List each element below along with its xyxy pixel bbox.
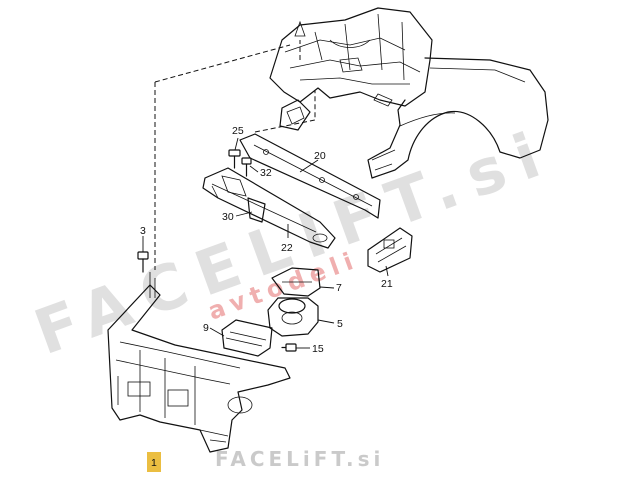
- callout-21: 21: [381, 278, 393, 290]
- callout-15: 15: [312, 343, 324, 355]
- callouts: 25 20 32 30 22 3 21 7 5 9 15: [140, 125, 393, 355]
- callout-22: 22: [281, 242, 293, 254]
- callout-3: 3: [140, 225, 146, 237]
- badge-marker: [147, 452, 161, 472]
- bolt-25: [228, 149, 241, 169]
- air-intake-5: [267, 297, 319, 337]
- callout-32: 32: [260, 167, 272, 179]
- leader-lines: [142, 137, 389, 349]
- footer-badge: 1: [147, 452, 161, 472]
- air-guide-7: [271, 267, 321, 297]
- watermark-main: FACELIFT.si: [25, 114, 562, 369]
- lock-carrier: [107, 272, 291, 453]
- screw-15: [281, 343, 297, 352]
- duct-9: [221, 319, 273, 357]
- body-structure: [269, 7, 433, 131]
- bolt-32: [241, 157, 252, 177]
- callout-20: 20: [314, 150, 326, 162]
- fender: [367, 57, 549, 179]
- watermark-footer: FACELiFT.si: [215, 447, 384, 471]
- callout-5: 5: [337, 318, 343, 330]
- callout-1: 1: [151, 457, 157, 469]
- assembly-dashed-lines: [154, 40, 316, 270]
- front-support-bracket: [202, 167, 336, 249]
- callout-25: 25: [232, 125, 244, 137]
- callout-7: 7: [336, 282, 342, 294]
- callout-30: 30: [222, 211, 234, 223]
- callout-9: 9: [203, 322, 209, 334]
- bracket-21: [367, 227, 413, 273]
